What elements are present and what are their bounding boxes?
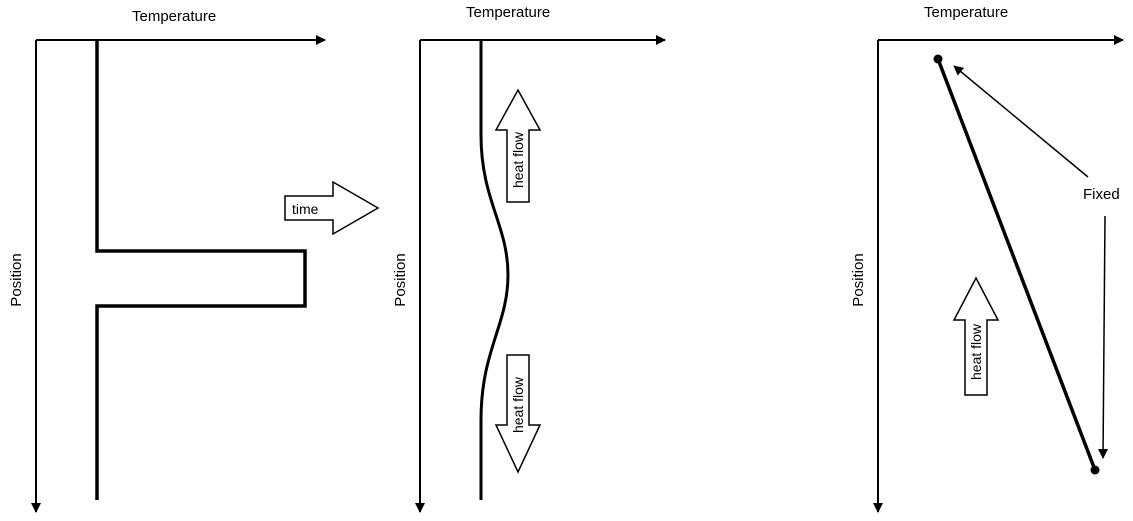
initial-temperature-profile xyxy=(95,40,307,500)
position-axis-label: Position xyxy=(392,253,409,306)
time-arrow-label: time xyxy=(292,201,319,217)
temperature-axis-label: Temperature xyxy=(466,4,550,21)
position-axis-label: Position xyxy=(8,253,25,306)
heat-flow-arrow-shape xyxy=(952,276,1000,396)
heat-flow-label: heat flow xyxy=(968,323,984,380)
temperature-axis-label: Temperature xyxy=(924,4,1008,21)
panel-steady-state: Temperature Position Fixed heat flow xyxy=(850,4,1124,513)
heat-flow-up-arrow-shape xyxy=(494,88,542,203)
axes xyxy=(415,35,666,513)
position-axis-label: Position xyxy=(850,253,867,306)
fixed-pointer-bottom xyxy=(1098,215,1109,459)
panel-diffusing-state: Temperature Position heat flow heat flow xyxy=(392,4,666,513)
heat-flow-down-label: heat flow xyxy=(510,376,526,433)
diffused-temperature-profile xyxy=(479,40,510,500)
axes xyxy=(873,35,1124,513)
heat-flow-down-arrow: heat flow xyxy=(494,354,542,474)
fixed-point-bottom xyxy=(1090,465,1100,475)
temperature-axis-label: Temperature xyxy=(132,8,216,25)
heat-flow-down-arrow-shape xyxy=(494,354,542,474)
fixed-pointer-top xyxy=(953,65,1089,178)
heat-flow-arrow: heat flow xyxy=(952,276,1000,396)
time-arrow-shape xyxy=(284,180,380,236)
fixed-point-top xyxy=(933,54,943,64)
heat-flow-up-label: heat flow xyxy=(510,131,526,188)
fixed-label: Fixed xyxy=(1083,186,1120,203)
time-arrow: time xyxy=(284,180,380,236)
axes xyxy=(31,35,326,513)
linear-temperature-profile xyxy=(936,58,1097,471)
heat-flow-up-arrow: heat flow xyxy=(494,88,542,203)
panel-initial-state: Temperature Position xyxy=(8,8,326,513)
